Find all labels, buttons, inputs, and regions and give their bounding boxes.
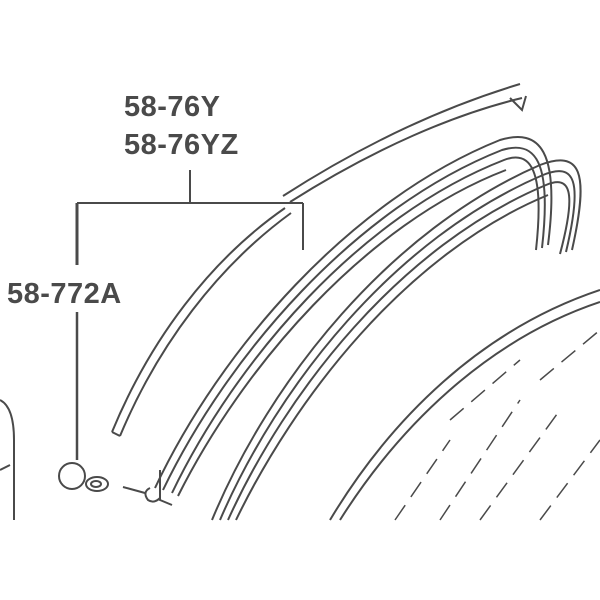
wheel-arch	[329, 289, 600, 521]
part-label-58-772a: 58-772A	[7, 278, 122, 310]
molding-strip-upper	[282, 83, 527, 203]
molding-strip-short	[111, 207, 292, 437]
leader-bracket	[75, 170, 304, 460]
molding-strip-middle	[154, 136, 553, 506]
molding-strip-lower	[211, 159, 582, 521]
body-panel-edge	[0, 399, 15, 520]
clip-part	[58, 462, 161, 503]
part-label-58-76yz: 58-76YZ	[124, 129, 239, 161]
part-label-58-76y: 58-76Y	[124, 91, 221, 123]
